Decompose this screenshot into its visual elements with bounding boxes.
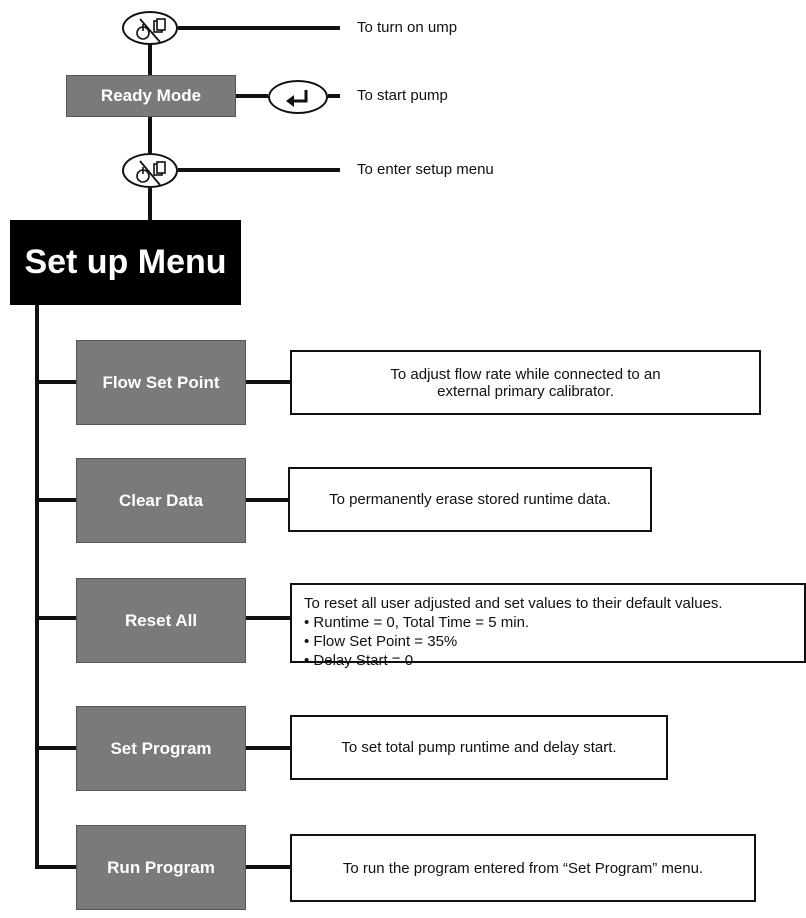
set-program-description: To set total pump runtime and delay star… xyxy=(290,715,668,780)
flow-set-point-box: Flow Set Point xyxy=(76,340,246,425)
description-line: To adjust flow rate while connected to a… xyxy=(390,365,661,383)
turn-on-label: To turn on ump xyxy=(357,19,458,36)
start-pump-label: To start pump xyxy=(357,87,448,104)
description-bullet: • Delay Start = 0 xyxy=(304,652,414,669)
clear-data-box: Clear Data xyxy=(76,458,246,543)
setup-menu-title: Set up Menu xyxy=(10,220,241,305)
description-line: To reset all user adjusted and set value… xyxy=(304,595,723,612)
description-line: To permanently erase stored runtime data… xyxy=(329,491,611,508)
enter-setup-label: To enter setup menu xyxy=(357,161,494,178)
run-program-description: To run the program entered from “Set Pro… xyxy=(290,834,756,902)
power-mode-icon xyxy=(122,11,178,45)
description-bullet: • Flow Set Point = 35% xyxy=(304,633,458,650)
enter-arrow-icon xyxy=(268,80,328,114)
power-mode-icon xyxy=(122,153,178,188)
ready-mode-box: Ready Mode xyxy=(66,75,236,117)
description-line: external primary calibrator. xyxy=(437,382,614,400)
description-line: To set total pump runtime and delay star… xyxy=(341,739,617,756)
flow-set-point-description: To adjust flow rate while connected to a… xyxy=(290,350,761,415)
reset-all-description: To reset all user adjusted and set value… xyxy=(290,583,806,669)
set-program-box: Set Program xyxy=(76,706,246,791)
description-line: To run the program entered from “Set Pro… xyxy=(342,859,704,877)
clear-data-description: To permanently erase stored runtime data… xyxy=(288,467,652,532)
description-bullet: • Runtime = 0, Total Time = 5 min. xyxy=(304,614,530,631)
run-program-box: Run Program xyxy=(76,825,246,910)
reset-all-box: Reset All xyxy=(76,578,246,663)
